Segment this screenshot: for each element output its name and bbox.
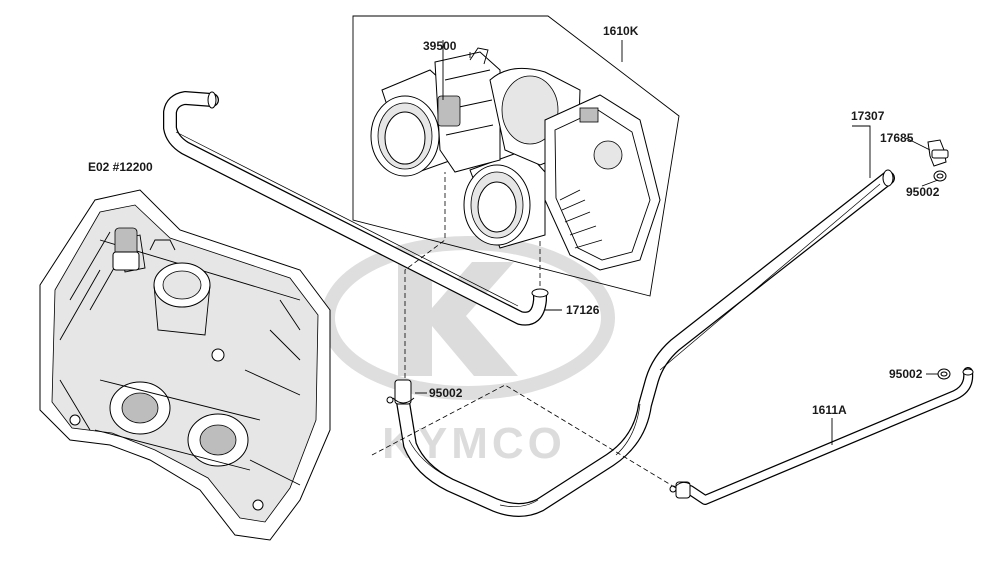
leader-lines: [371, 40, 939, 489]
label-right-hose: 1611A: [812, 403, 847, 417]
label-throttle-body: 1610K: [603, 24, 639, 38]
label-upper-hose: 17126: [566, 303, 600, 317]
part-labels: 1610K 39500 E02 #12200 17126 95002 17307…: [88, 24, 940, 417]
label-fitting: 17685: [880, 131, 914, 145]
breather-fitting: [927, 139, 949, 182]
right-breather-hose: [669, 367, 974, 505]
throttle-body: [370, 47, 661, 271]
cylinder-head: [39, 189, 331, 541]
label-long-hose: 17307: [851, 109, 885, 123]
upper-breather-hose: [163, 91, 549, 326]
label-cylinder-head: E02 #12200: [88, 160, 153, 174]
kymco-watermark: KYMCO: [321, 236, 615, 468]
label-clamp-upper: 95002: [429, 386, 463, 400]
long-breather-hose: [386, 169, 895, 517]
label-clamp-right: 95002: [889, 367, 923, 381]
label-sensor: 39500: [423, 39, 457, 53]
label-clamp-fitting: 95002: [906, 185, 940, 199]
throttle-body-frame: [352, 15, 680, 297]
